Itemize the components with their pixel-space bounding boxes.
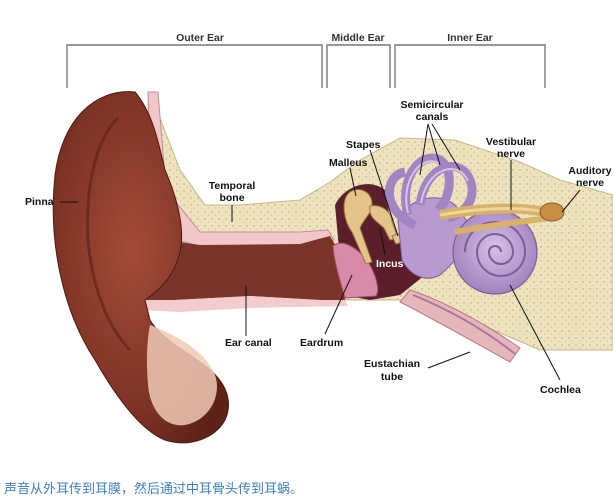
- label-stapes: Stapes: [346, 139, 381, 151]
- label-eustachian-line2: tube: [381, 371, 403, 383]
- ear-canal-shape: [130, 235, 345, 300]
- label-auditory-line1: Auditory: [568, 165, 611, 177]
- label-pinna: Pinna: [25, 196, 54, 208]
- outer-ear-bracket: [66, 44, 323, 88]
- middle-ear-bracket: [326, 44, 391, 88]
- eustachian-tube-shape: [399, 289, 521, 363]
- label-temporal-bone-line2: bone: [219, 192, 244, 204]
- label-vestibular-line1: Vestibular: [486, 136, 536, 148]
- label-cochlea: Cochlea: [540, 384, 581, 396]
- pinna-lobe-highlight: [146, 325, 217, 426]
- label-auditory-line2: nerve: [576, 177, 604, 189]
- label-ear-canal: Ear canal: [225, 337, 272, 349]
- label-malleus: Malleus: [329, 157, 368, 169]
- caption-text: 声音从外耳传到耳膜，然后通过中耳骨头传到耳蜗。: [4, 482, 304, 497]
- label-semicircular-line2: canals: [416, 111, 449, 123]
- label-temporal-bone-line1: Temporal: [209, 180, 256, 192]
- inner-ear-header: Inner Ear: [447, 32, 493, 44]
- label-semicircular-line1: Semicircular: [400, 99, 463, 111]
- section-brackets: [66, 44, 546, 88]
- nerve-bundle: [439, 202, 565, 235]
- eardrum-shape: [332, 242, 379, 299]
- label-eustachian-line1: Eustachian: [364, 358, 420, 370]
- pinna-fold: [86, 116, 132, 352]
- label-eardrum: Eardrum: [300, 337, 343, 349]
- middle-ear-header: Middle Ear: [331, 32, 384, 44]
- inner-ear-bracket: [394, 44, 546, 88]
- label-vestibular-line2: nerve: [497, 148, 525, 160]
- outer-ear-header: Outer Ear: [176, 32, 224, 44]
- leader-lines: [60, 123, 581, 381]
- ear-canal-lower-skin: [140, 296, 348, 312]
- ear-anatomy-diagram: Outer Ear Middle Ear Inner Ear: [25, 32, 613, 444]
- label-incus: Incus: [376, 258, 404, 270]
- malleus-shape: [343, 189, 373, 265]
